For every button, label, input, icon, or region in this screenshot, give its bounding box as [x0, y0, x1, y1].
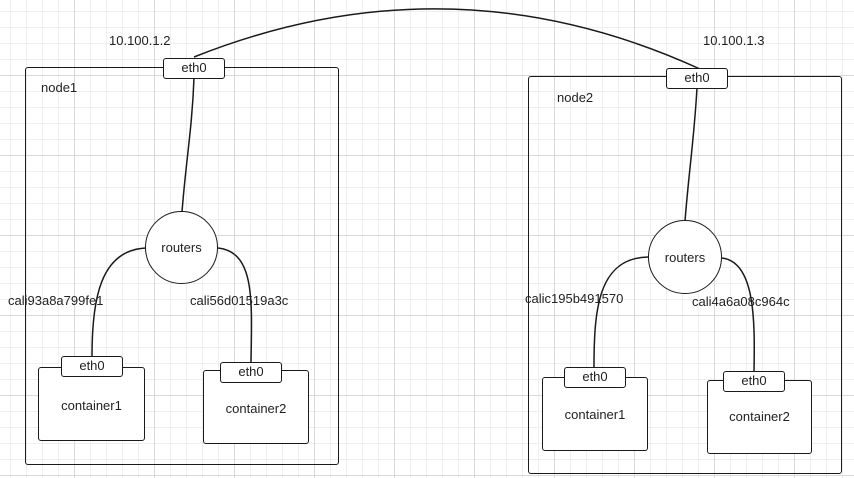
node2-container2-box[interactable] — [707, 380, 812, 454]
node2-container1-label: container1 — [564, 407, 626, 422]
node2-label: node2 — [557, 90, 594, 105]
node1-container1-eth0[interactable]: eth0 — [61, 356, 123, 377]
node2-container2-eth0[interactable]: eth0 — [723, 371, 785, 392]
node2-container2-label: container2 — [729, 409, 790, 424]
node2-eth0-interface[interactable]: eth0 — [666, 68, 728, 89]
node1-router-container1-link — [91, 247, 147, 357]
node1-router[interactable]: routers — [145, 211, 218, 284]
node2-veth-left-label: calic195b491570 — [525, 291, 624, 306]
node1-router-label: routers — [161, 240, 202, 255]
node1-label: node1 — [41, 80, 78, 95]
node2-router-container1-link — [593, 256, 649, 368]
node1-ip-label: 10.100.1.2 — [109, 33, 171, 48]
node1-container2-eth0[interactable]: eth0 — [220, 362, 282, 383]
node2-container1-eth0[interactable]: eth0 — [564, 367, 626, 388]
node2-router-container2-link — [721, 257, 756, 372]
node1-container1-box[interactable] — [38, 367, 145, 441]
node-interconnect-link — [193, 8, 701, 70]
node1-eth0-interface[interactable]: eth0 — [163, 58, 225, 79]
node1-container2-label: container2 — [225, 401, 287, 416]
node1-veth-left-label: cali93a8a799fe1 — [8, 293, 104, 308]
node1-veth-right-label: cali56d01519a3c — [190, 293, 289, 308]
node2-veth-right-label: cali4a6a08c964c — [692, 294, 790, 309]
node1-router-container2-link — [217, 247, 253, 363]
node2-ip-label: 10.100.1.3 — [703, 33, 765, 48]
node2-eth-router-link — [684, 87, 698, 222]
node2-router[interactable]: routers — [648, 220, 722, 294]
node2-router-label: routers — [664, 249, 706, 265]
node1-eth-router-link — [181, 77, 195, 213]
node1-container1-label: container1 — [61, 398, 122, 413]
